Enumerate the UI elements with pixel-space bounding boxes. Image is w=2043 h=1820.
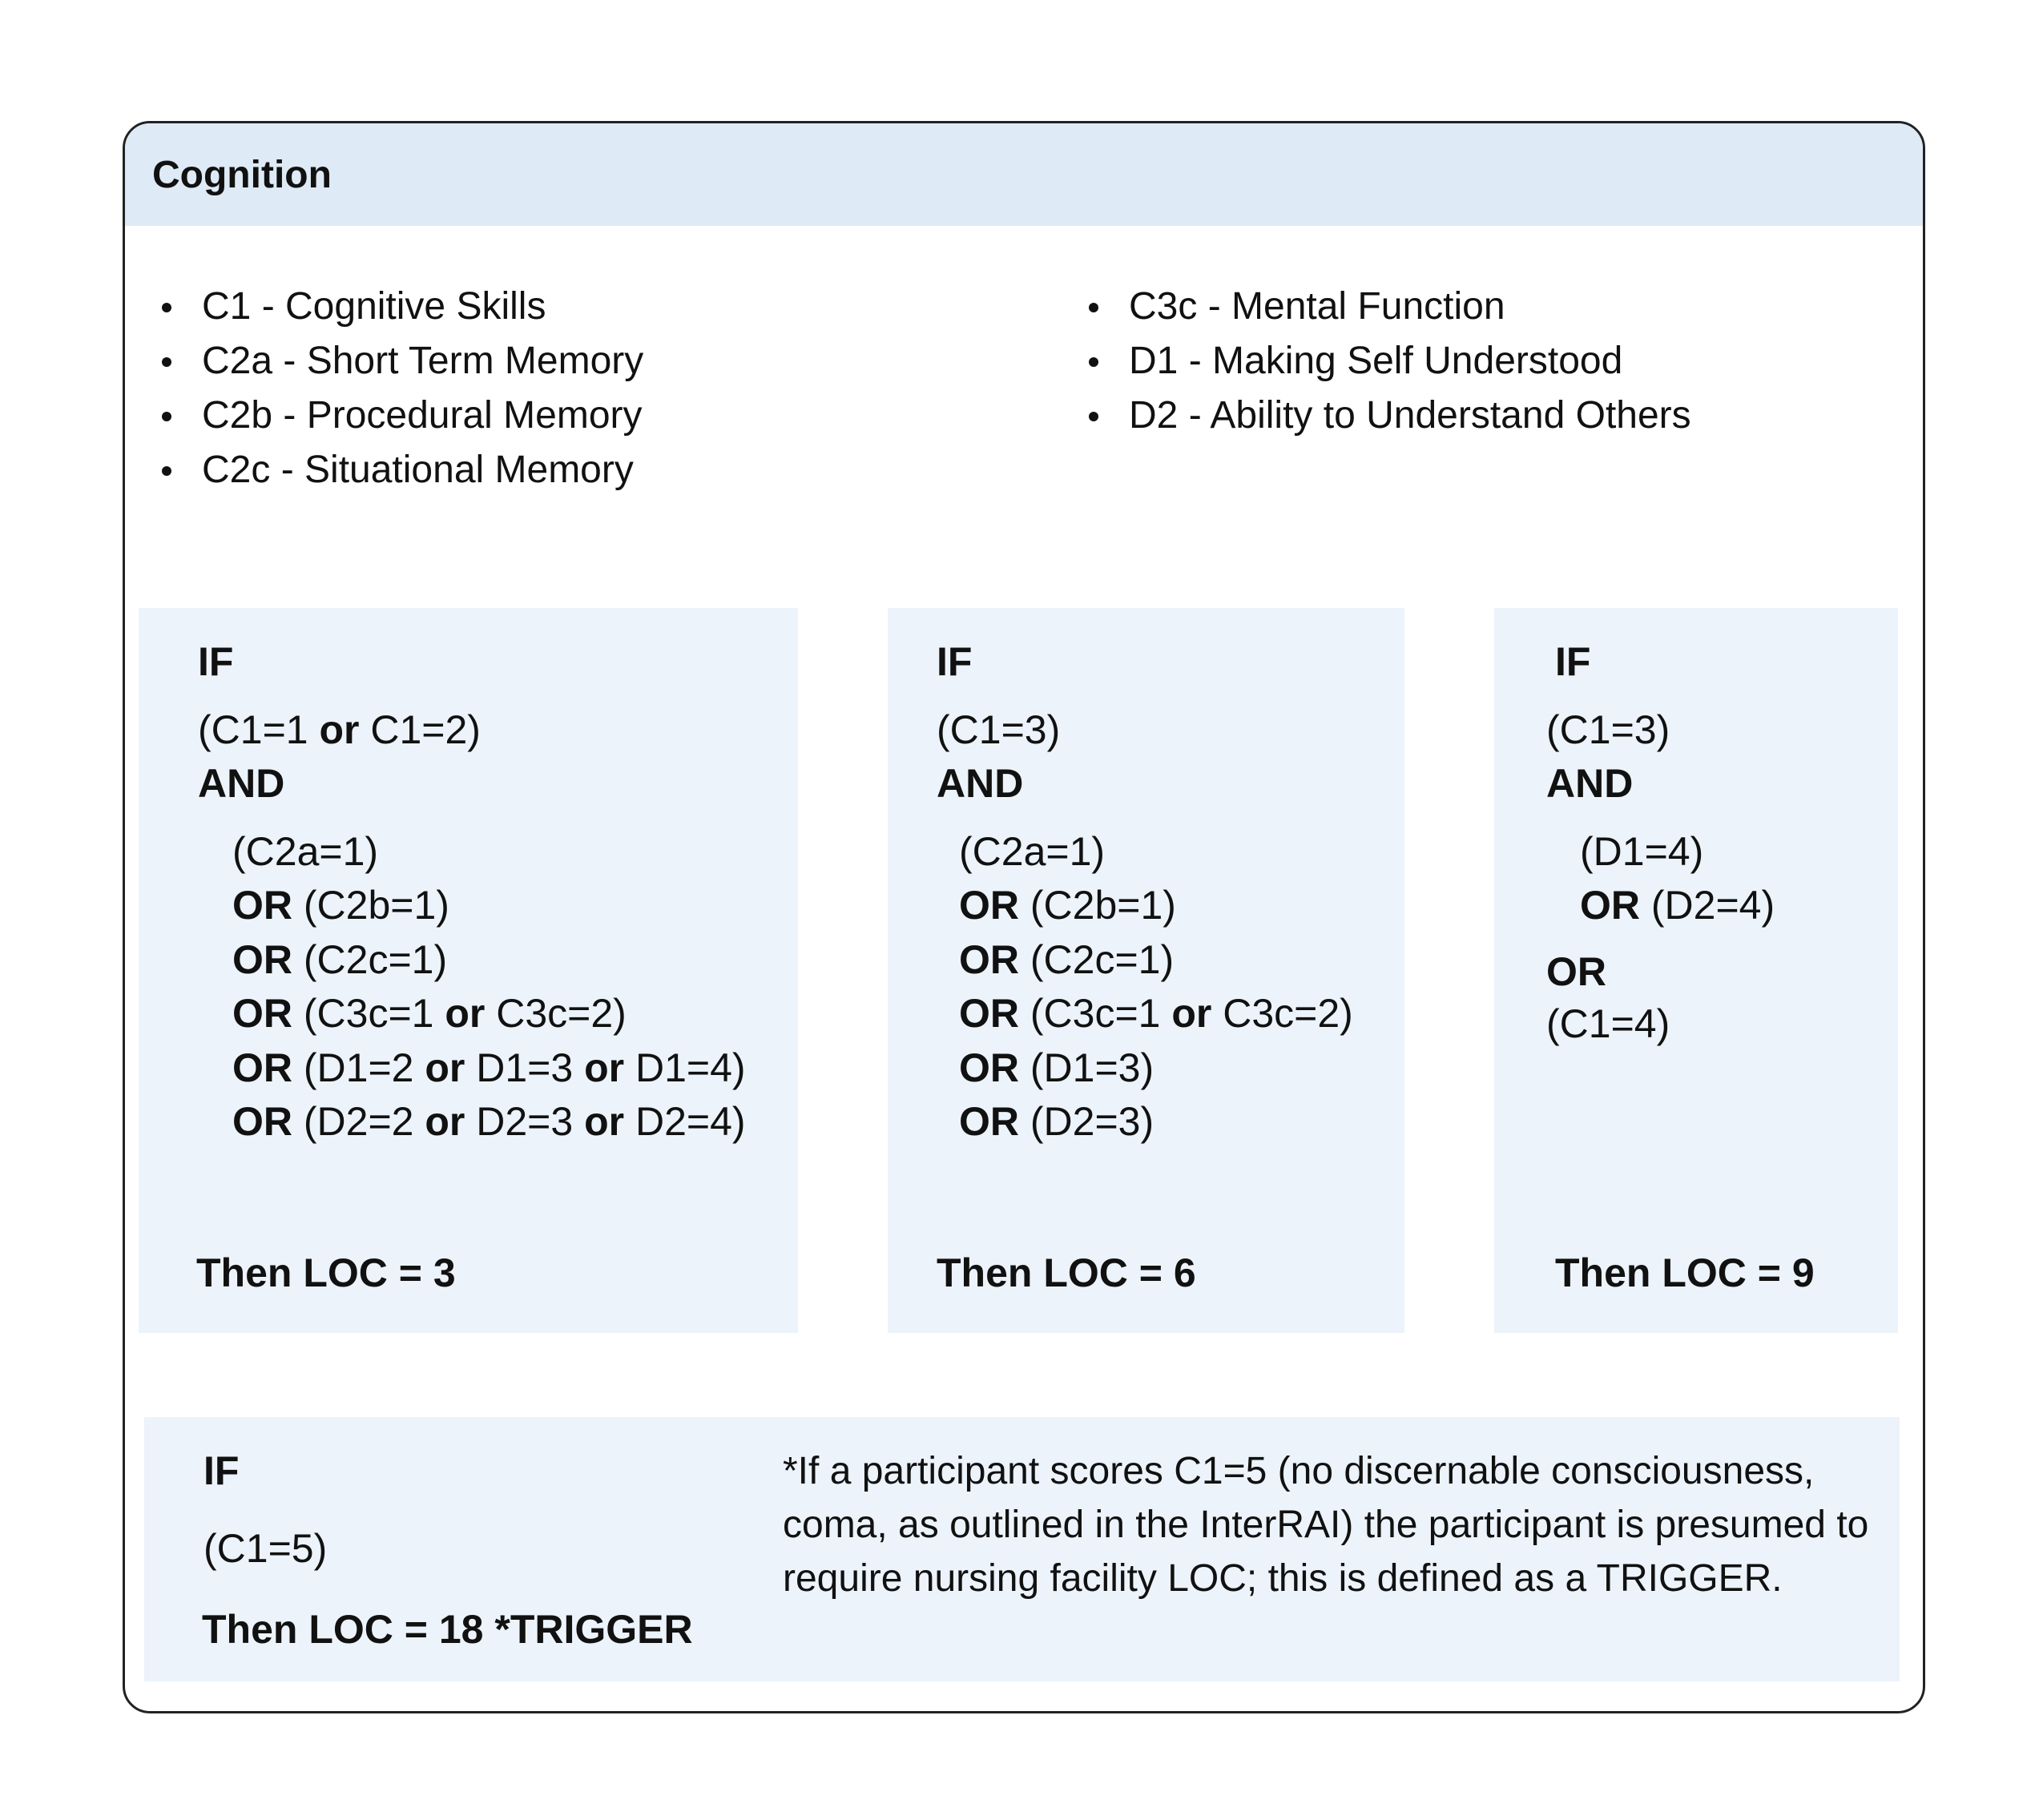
condition-d1: (D1=4)	[1580, 829, 1704, 874]
and-keyword: AND	[198, 761, 285, 806]
condition-d1: OR (D1=2 or D1=3 or D1=4)	[232, 1045, 746, 1090]
list-item: D2 - Ability to Understand Others	[1079, 389, 1691, 443]
condition-c2c: OR (C2c=1)	[232, 937, 448, 982]
and-keyword: AND	[937, 761, 1024, 806]
item-list-left: C1 - Cognitive Skills C2a - Short Term M…	[152, 280, 643, 497]
if-keyword: IF	[203, 1448, 240, 1493]
rule-box-loc-9: IF (C1=3) AND (D1=4) OR (D2=4) OR (C1=4)…	[1494, 608, 1898, 1333]
condition-c2c: OR (C2c=1)	[959, 937, 1175, 982]
list-item: D1 - Making Self Understood	[1079, 334, 1691, 389]
condition-c1-alt: (C1=4)	[1546, 1001, 1670, 1046]
then-loc: Then LOC = 18 *TRIGGER	[202, 1607, 693, 1652]
condition-c2a: (C2a=1)	[232, 829, 379, 874]
condition-c3c: OR (C3c=1 or C3c=2)	[232, 991, 627, 1036]
condition-d1: OR (D1=3)	[959, 1045, 1154, 1090]
then-loc: Then LOC = 9	[1555, 1250, 1815, 1295]
condition-c2b: OR (C2b=1)	[959, 883, 1176, 928]
if-keyword: IF	[198, 639, 234, 684]
if-keyword: IF	[937, 639, 973, 684]
list-item: C2a - Short Term Memory	[152, 334, 643, 389]
condition-c2b: OR (C2b=1)	[232, 883, 449, 928]
rule-box-trigger: IF (C1=5) Then LOC = 18 *TRIGGER *If a p…	[144, 1417, 1900, 1681]
and-keyword: AND	[1546, 761, 1634, 806]
then-loc: Then LOC = 6	[937, 1250, 1196, 1295]
condition-d2: OR (D2=3)	[959, 1099, 1154, 1144]
if-keyword: IF	[1555, 639, 1591, 684]
condition-c1: (C1=3)	[1546, 707, 1670, 752]
rule-box-loc-3: IF (C1=1 or C1=2) AND (C2a=1) OR (C2b=1)…	[139, 608, 798, 1333]
then-loc: Then LOC = 3	[196, 1250, 456, 1295]
trigger-note: *If a participant scores C1=5 (no discer…	[783, 1450, 1869, 1600]
condition-d2: OR (D2=2 or D2=3 or D2=4)	[232, 1099, 746, 1144]
list-item: C3c - Mental Function	[1079, 280, 1691, 334]
condition-c1: (C1=3)	[937, 707, 1061, 752]
condition-c1: (C1=5)	[203, 1526, 328, 1571]
list-item: C1 - Cognitive Skills	[152, 280, 643, 334]
condition-c2a: (C2a=1)	[959, 829, 1106, 874]
condition-c3c: OR (C3c=1 or C3c=2)	[959, 991, 1353, 1036]
list-item: C2b - Procedural Memory	[152, 389, 643, 443]
card-title: Cognition	[125, 123, 1923, 226]
condition-c1: (C1=1 or C1=2)	[198, 707, 481, 752]
rule-box-loc-6: IF (C1=3) AND (C2a=1) OR (C2b=1) OR (C2c…	[888, 608, 1404, 1333]
cognition-card: Cognition C1 - Cognitive Skills C2a - Sh…	[123, 121, 1925, 1713]
list-item: C2c - Situational Memory	[152, 443, 643, 497]
item-list-right: C3c - Mental Function D1 - Making Self U…	[1079, 280, 1691, 443]
condition-d2: OR (D2=4)	[1580, 883, 1775, 928]
or-keyword: OR	[1546, 949, 1606, 994]
